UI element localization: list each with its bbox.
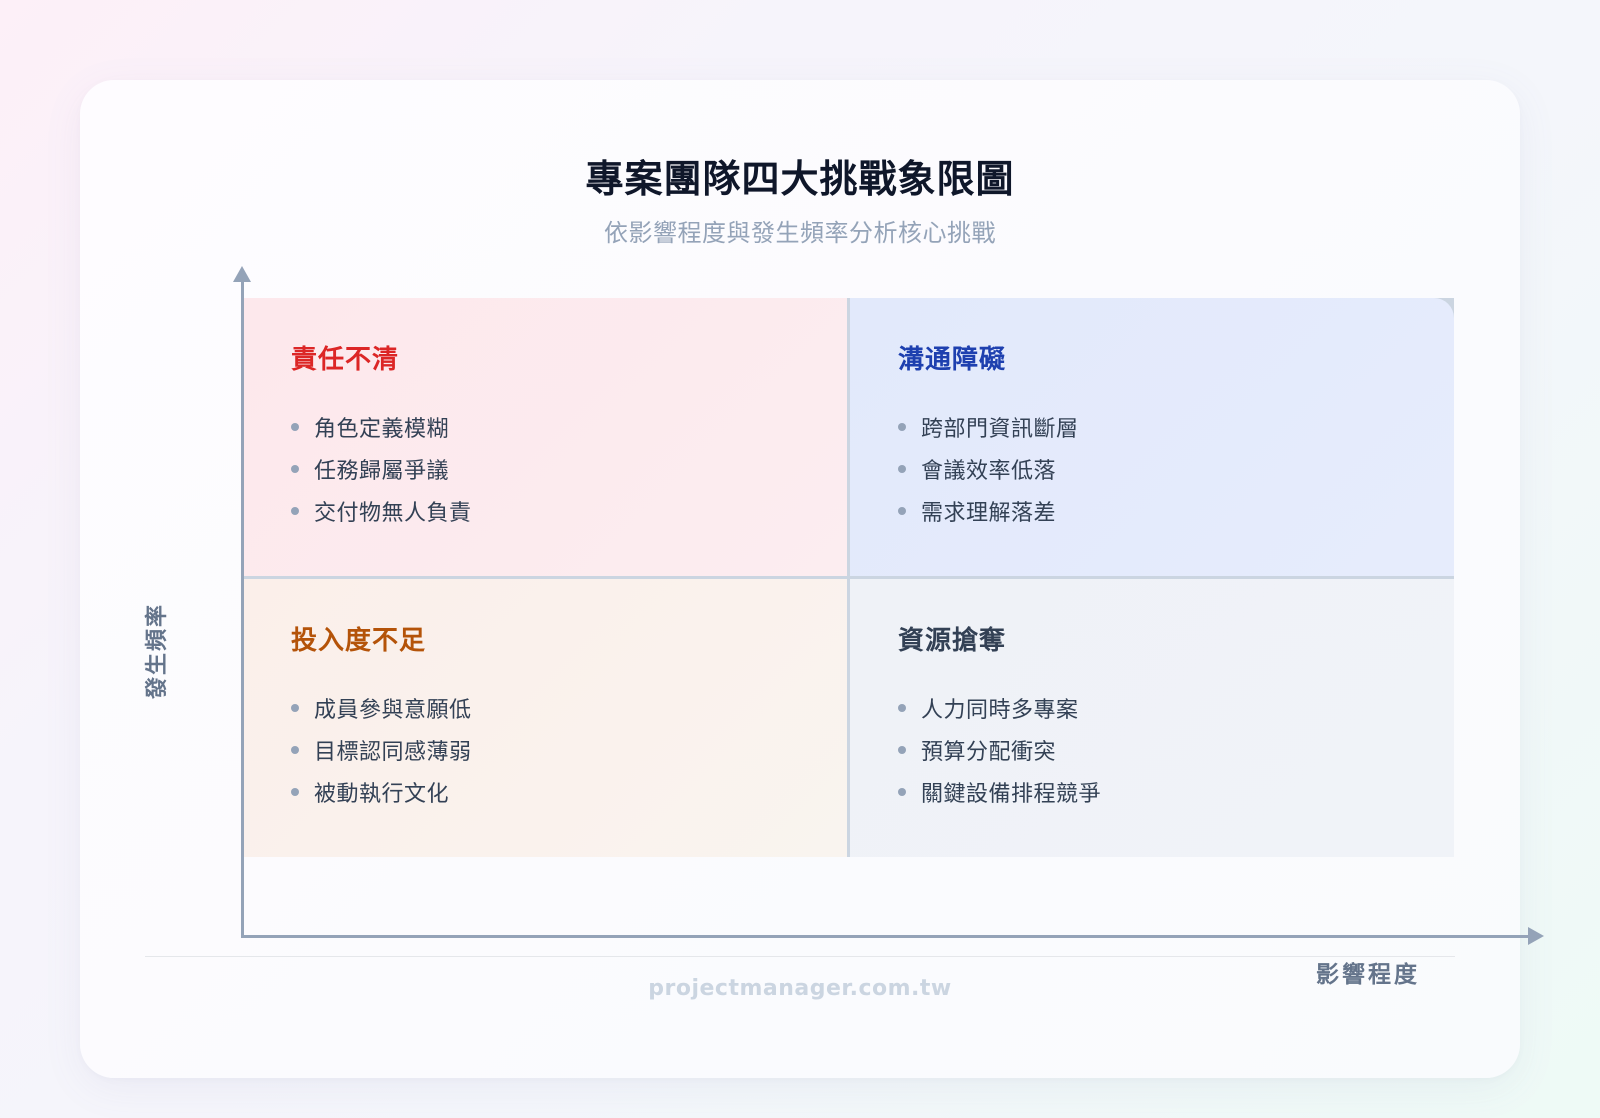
quadrant-title: 責任不清 [291, 345, 400, 375]
bullet-icon [291, 746, 299, 754]
list-item: 交付物無人負責 [291, 490, 847, 532]
bullet-icon [898, 507, 906, 515]
x-axis-line [241, 935, 1531, 938]
list-item: 跨部門資訊斷層 [898, 406, 1454, 448]
arrow-up-icon [233, 266, 251, 282]
list-item: 目標認同感薄弱 [291, 729, 847, 771]
quadrant-grid: 責任不清 角色定義模糊 任務歸屬爭議 交付物無人負責 溝通障礙 跨部門資訊斷層 … [243, 298, 1535, 936]
list-item-text: 被動執行文化 [314, 782, 450, 807]
quadrant-title: 溝通障礙 [898, 345, 1007, 375]
bullet-icon [898, 465, 906, 473]
footer-divider [145, 956, 1455, 957]
footer-source: projectmanager.com.tw [648, 976, 952, 1001]
bullet-icon [898, 746, 906, 754]
list-item: 任務歸屬爭議 [291, 448, 847, 490]
bullet-icon [291, 465, 299, 473]
page-subtitle: 依影響程度與發生頻率分析核心挑戰 [604, 219, 996, 247]
list-item-text: 成員參與意願低 [314, 698, 472, 723]
list-item-text: 需求理解落差 [921, 501, 1057, 526]
quadrant-list: 角色定義模糊 任務歸屬爭議 交付物無人負責 [291, 406, 847, 532]
diagram-card: 專案團隊四大挑戰象限圖 依影響程度與發生頻率分析核心挑戰 責任不清 角色定義模糊… [80, 80, 1544, 1078]
y-axis-label: 發生頻率 [145, 603, 170, 700]
list-item: 成員參與意願低 [291, 687, 847, 729]
page-title: 專案團隊四大挑戰象限圖 [585, 157, 1015, 201]
quadrant-title: 投入度不足 [291, 626, 427, 656]
bullet-icon [291, 788, 299, 796]
list-item: 預算分配衝突 [898, 729, 1454, 771]
list-item: 會議效率低落 [898, 448, 1454, 490]
bullet-icon [291, 507, 299, 515]
quadrant-list: 成員參與意願低 目標認同感薄弱 被動執行文化 [291, 687, 847, 813]
list-item-text: 角色定義模糊 [314, 417, 450, 442]
quadrant-top-left: 責任不清 角色定義模糊 任務歸屬爭議 交付物無人負責 [243, 298, 847, 576]
quadrant-top-right: 溝通障礙 跨部門資訊斷層 會議效率低落 需求理解落差 [850, 298, 1454, 576]
list-item-text: 人力同時多專案 [921, 698, 1079, 723]
bullet-icon [898, 704, 906, 712]
bullet-icon [291, 423, 299, 431]
list-item: 人力同時多專案 [898, 687, 1454, 729]
list-item-text: 預算分配衝突 [921, 740, 1057, 765]
list-item: 角色定義模糊 [291, 406, 847, 448]
list-item-text: 任務歸屬爭議 [314, 459, 450, 484]
quadrant-title: 資源搶奪 [898, 626, 1007, 656]
x-axis-label: 影響程度 [1316, 962, 1420, 988]
list-item-text: 跨部門資訊斷層 [921, 417, 1079, 442]
quadrant-list: 人力同時多專案 預算分配衝突 關鍵設備排程競爭 [898, 687, 1454, 813]
arrow-right-icon [1528, 927, 1544, 945]
list-item-text: 交付物無人負責 [314, 501, 472, 526]
list-item-text: 目標認同感薄弱 [314, 740, 472, 765]
bullet-icon [898, 423, 906, 431]
list-item: 關鍵設備排程競爭 [898, 771, 1454, 813]
list-item: 被動執行文化 [291, 771, 847, 813]
bullet-icon [898, 788, 906, 796]
quadrant-bottom-right: 資源搶奪 人力同時多專案 預算分配衝突 關鍵設備排程競爭 [850, 579, 1454, 857]
list-item-text: 會議效率低落 [921, 459, 1057, 484]
y-axis-line [241, 276, 244, 938]
list-item: 需求理解落差 [898, 490, 1454, 532]
quadrant-bottom-left: 投入度不足 成員參與意願低 目標認同感薄弱 被動執行文化 [243, 579, 847, 857]
bullet-icon [291, 704, 299, 712]
quadrant-list: 跨部門資訊斷層 會議效率低落 需求理解落差 [898, 406, 1454, 532]
list-item-text: 關鍵設備排程競爭 [921, 782, 1102, 807]
